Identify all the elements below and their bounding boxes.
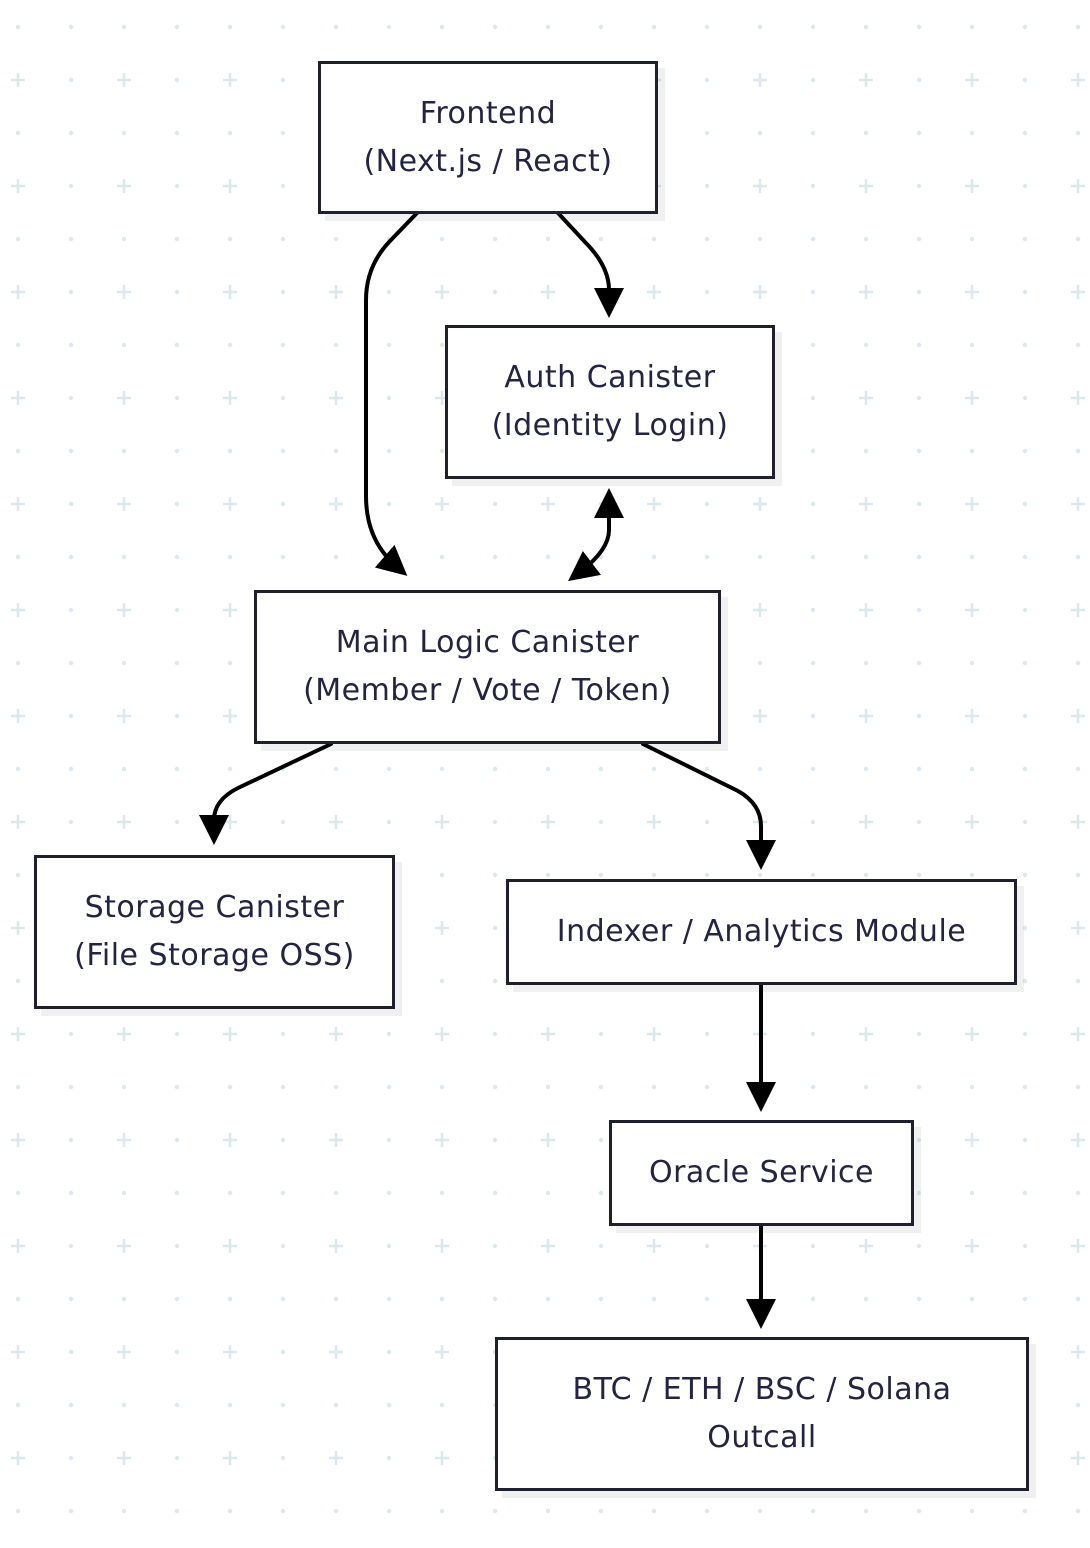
frontend-label: Frontend (Next.js / React) xyxy=(363,90,612,186)
auth-canister-node: Auth Canister (Identity Login) xyxy=(445,325,775,479)
chains-outcall-node: BTC / ETH / BSC / Solana Outcall xyxy=(495,1337,1029,1491)
auth-canister-title: Auth Canister xyxy=(504,360,716,395)
chains-outcall-subtitle: Outcall xyxy=(707,1420,817,1455)
indexer-analytics-label: Indexer / Analytics Module xyxy=(557,908,967,956)
edge-frontend-to-auth xyxy=(556,211,624,318)
main-logic-canister-label: Main Logic Canister (Member / Vote / Tok… xyxy=(303,619,672,715)
edge-main-logic-to-storage xyxy=(199,742,333,845)
main-logic-canister-title: Main Logic Canister xyxy=(335,625,640,660)
indexer-analytics-title: Indexer / Analytics Module xyxy=(556,914,967,949)
chains-outcall-label: BTC / ETH / BSC / Solana Outcall xyxy=(572,1366,951,1462)
storage-canister-title: Storage Canister xyxy=(84,890,345,925)
oracle-service-node: Oracle Service xyxy=(609,1120,914,1226)
edge-frontend-to-main-logic xyxy=(364,211,419,576)
edge-main-logic-to-indexer xyxy=(641,742,776,870)
oracle-service-title: Oracle Service xyxy=(648,1155,875,1190)
frontend-title: Frontend xyxy=(419,95,557,131)
storage-canister-label: Storage Canister (File Storage OSS) xyxy=(74,884,355,980)
chains-outcall-title: BTC / ETH / BSC / Solana xyxy=(572,1372,952,1407)
storage-canister-node: Storage Canister (File Storage OSS) xyxy=(34,855,395,1009)
auth-canister-subtitle: (Identity Login) xyxy=(491,408,729,443)
oracle-service-label: Oracle Service xyxy=(649,1149,874,1197)
edge-auth-main-logic-bidirectional xyxy=(568,488,624,582)
main-logic-canister-node: Main Logic Canister (Member / Vote / Tok… xyxy=(254,590,721,744)
storage-canister-subtitle: (File Storage OSS) xyxy=(74,938,355,973)
frontend-node: Frontend (Next.js / React) xyxy=(318,61,658,214)
indexer-analytics-node: Indexer / Analytics Module xyxy=(506,879,1017,985)
frontend-subtitle: (Next.js / React) xyxy=(363,143,613,179)
main-logic-canister-subtitle: (Member / Vote / Token) xyxy=(303,673,672,708)
auth-canister-label: Auth Canister (Identity Login) xyxy=(492,354,729,450)
